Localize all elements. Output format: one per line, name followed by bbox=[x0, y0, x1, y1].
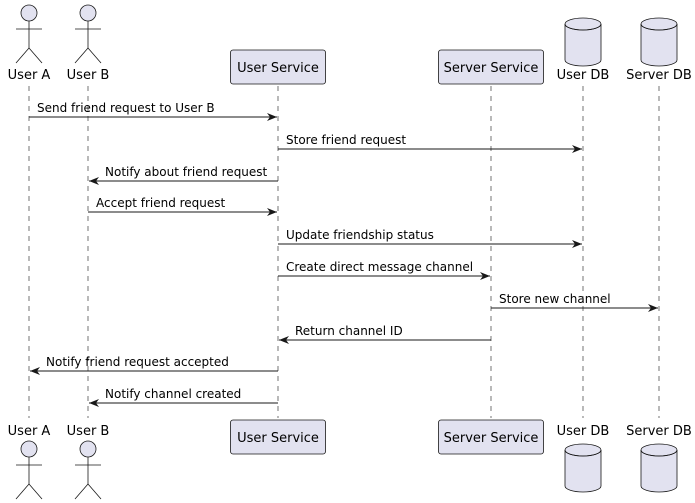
actor-icon bbox=[74, 4, 102, 64]
message-label: Update friendship status bbox=[286, 228, 434, 242]
message-label: Return channel ID bbox=[295, 324, 403, 338]
message-10: Notify channel created bbox=[89, 387, 278, 407]
participant-box bbox=[438, 419, 544, 455]
actor-icon bbox=[15, 4, 43, 64]
participant-label: User A bbox=[8, 68, 51, 83]
participant-label: Server DB bbox=[626, 68, 692, 83]
participant-server-db-top: Server DB bbox=[626, 17, 692, 83]
message-label: Send friend request to User B bbox=[37, 101, 215, 115]
actor-icon bbox=[15, 440, 43, 500]
message-5: Update friendship status bbox=[278, 228, 582, 248]
participant-server-db-bottom: Server DB bbox=[626, 424, 692, 493]
participant-user-db-top: User DB bbox=[557, 17, 610, 83]
participant-label: User DB bbox=[557, 424, 610, 439]
participant-label: User B bbox=[67, 68, 110, 83]
participant-server-service-bottom: Server Service bbox=[438, 419, 544, 455]
message-label: Notify friend request accepted bbox=[46, 355, 229, 369]
participant-user-b-top: User B bbox=[67, 4, 110, 83]
message-1: Send friend request to User B bbox=[29, 101, 277, 121]
participant-box bbox=[230, 49, 326, 85]
participant-server-service-top: Server Service bbox=[438, 49, 544, 85]
participant-user-service-bottom: User Service bbox=[230, 419, 326, 455]
participant-user-a-top: User A bbox=[8, 4, 51, 83]
database-icon bbox=[640, 443, 678, 493]
message-7: Store new channel bbox=[491, 292, 658, 312]
message-6: Create direct message channel bbox=[278, 260, 490, 280]
message-label: Store new channel bbox=[499, 292, 611, 306]
message-4: Accept friend request bbox=[88, 196, 277, 216]
actor-icon bbox=[74, 440, 102, 500]
message-9: Notify friend request accepted bbox=[30, 355, 278, 375]
message-label: Accept friend request bbox=[96, 196, 226, 210]
database-icon bbox=[564, 443, 602, 493]
participant-box bbox=[230, 419, 326, 455]
participant-label: User Service bbox=[237, 61, 319, 76]
participant-label: Server Service bbox=[444, 61, 539, 76]
participant-user-b-bottom: User B bbox=[67, 424, 110, 500]
participant-user-a-bottom: User A bbox=[8, 424, 51, 500]
message-label: Notify channel created bbox=[105, 387, 241, 401]
participant-user-service-top: User Service bbox=[230, 49, 326, 85]
participant-label: Server DB bbox=[626, 424, 692, 439]
message-8: Return channel ID bbox=[279, 324, 491, 344]
message-label: Create direct message channel bbox=[286, 260, 473, 274]
participant-label: User B bbox=[67, 424, 110, 439]
participant-label: User Service bbox=[237, 431, 319, 446]
message-3: Notify about friend request bbox=[89, 165, 278, 185]
message-label: Notify about friend request bbox=[105, 165, 268, 179]
participant-label: Server Service bbox=[444, 431, 539, 446]
participant-box bbox=[438, 49, 544, 85]
participant-label: User DB bbox=[557, 68, 610, 83]
participant-user-db-bottom: User DB bbox=[557, 424, 610, 493]
message-2: Store friend request bbox=[278, 133, 582, 153]
message-label: Store friend request bbox=[286, 133, 406, 147]
database-icon bbox=[640, 17, 678, 67]
participant-label: User A bbox=[8, 424, 51, 439]
database-icon bbox=[564, 17, 602, 67]
